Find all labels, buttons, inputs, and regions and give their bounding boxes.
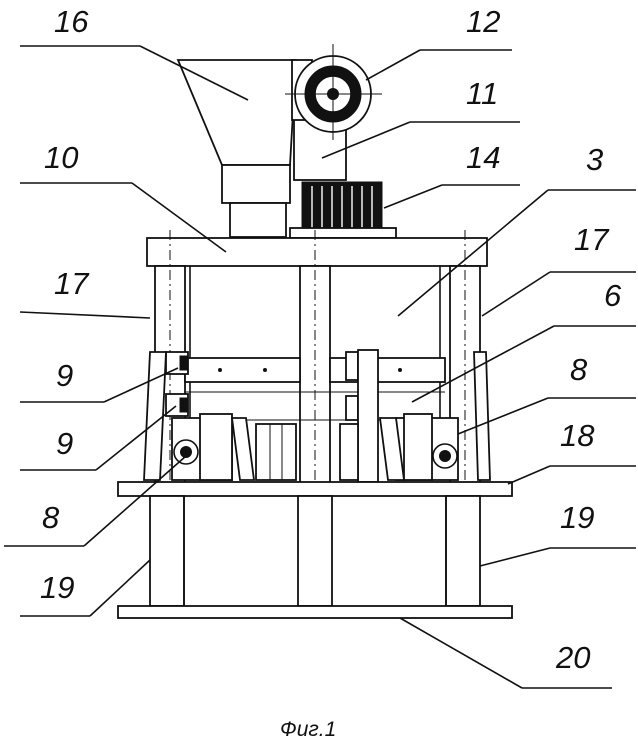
columns (154, 230, 481, 612)
pulley-wheel (285, 44, 382, 140)
label-9-upper: 9 (56, 358, 73, 393)
label-8-right: 8 (570, 352, 588, 387)
crushing-unit-right (339, 413, 459, 481)
label-9-lower: 9 (56, 426, 73, 461)
figure-caption: Фиг.1 (280, 718, 336, 741)
label-16: 16 (54, 4, 89, 39)
label-10: 10 (44, 140, 78, 175)
crushing-unit-left (171, 413, 297, 481)
leader-lines (4, 45, 636, 689)
label-17-right: 17 (574, 222, 610, 257)
guide-blocks (165, 349, 379, 483)
label-11: 11 (466, 76, 498, 111)
motor (289, 181, 397, 239)
base-plate (117, 605, 513, 619)
label-19-left: 19 (40, 570, 74, 605)
label-17-left: 17 (54, 266, 90, 301)
reference-labels: 16 12 11 10 14 3 17 17 6 9 9 8 18 8 19 1… (40, 4, 622, 675)
label-8-left: 8 (42, 500, 60, 535)
label-19-right: 19 (560, 500, 594, 535)
label-12: 12 (466, 4, 500, 39)
label-14: 14 (466, 140, 500, 175)
label-3: 3 (586, 142, 603, 177)
lower-legs (149, 495, 481, 607)
hopper (176, 59, 297, 238)
label-6: 6 (604, 278, 622, 313)
middle-plate (117, 481, 513, 497)
top-plate (146, 237, 488, 267)
label-20: 20 (555, 640, 590, 675)
label-18: 18 (560, 418, 595, 453)
